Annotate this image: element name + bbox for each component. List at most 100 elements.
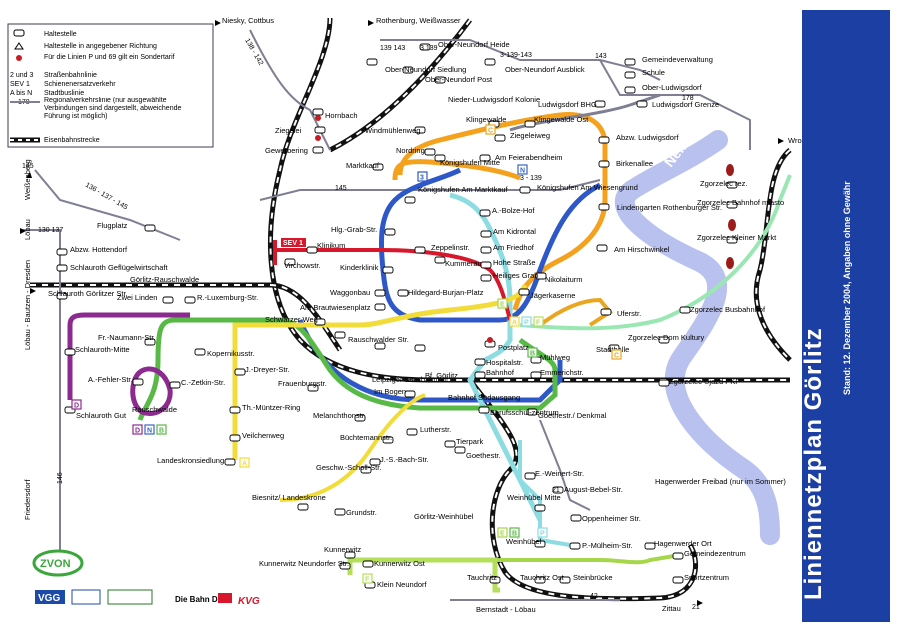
station-label-postplatz: Postplatz xyxy=(498,343,529,352)
station-label-rauschwalde: Görlitz-Rauschwalde xyxy=(130,275,199,284)
station-label-rauschwalde-loop: Rauschwalde xyxy=(132,405,177,414)
stop-frauenburgstr xyxy=(307,384,319,392)
stop-neundorf-siedlung xyxy=(366,58,378,66)
stop-hagenwerder-ort xyxy=(644,542,656,550)
station-label-tauchritz-ost: Tauchritz Ost xyxy=(520,573,565,582)
station-label-zgorzelec-bhf-miasto: Zgorzelec Bahnhof miasto xyxy=(697,198,784,207)
stop-abzw-ludwigsdorf xyxy=(598,136,610,144)
svg-text:D: D xyxy=(135,428,140,435)
stop-melanchthonstr xyxy=(354,414,366,422)
svg-text:SEV 1: SEV 1 xyxy=(283,240,303,247)
stop-ober-ludwigsdorf xyxy=(624,86,636,94)
station-label-lutherstr: Lutherstr. xyxy=(420,425,451,434)
route-number-r21: 21 xyxy=(692,604,700,611)
tram-line-3-loop xyxy=(392,159,521,181)
station-label-neundorf-siedlung: Ober-Neundorf Siedlung xyxy=(385,65,466,74)
stop-flugplatz xyxy=(144,224,156,232)
bus-badge-d1: D xyxy=(71,399,82,410)
stop-gewerbering xyxy=(312,146,324,154)
station-label-zittau: Zittau xyxy=(662,604,681,613)
station-label-e-weinert: E.-Weinert-Str. xyxy=(535,469,584,478)
station-label-loebau: Löbau xyxy=(23,219,32,240)
svg-text:Die Bahn DB: Die Bahn DB xyxy=(175,595,224,604)
svg-text:N: N xyxy=(520,168,525,175)
station-label-feierabendheim: Am Feierabendheim xyxy=(495,153,563,162)
station-label-kinderklinik: Kinderklinik xyxy=(340,263,379,272)
station-label-zeppelinstr: Zeppelinstr. xyxy=(431,243,470,252)
svg-text:C: C xyxy=(488,128,493,135)
svg-text:A bis N: A bis N xyxy=(10,90,32,97)
stop-zgorzelec-ujazd xyxy=(658,379,670,387)
bus-badge-p1: P xyxy=(521,316,532,327)
station-label-sportzentrum: Sportzentrum xyxy=(684,573,729,582)
station-label-gewerbering: Gewerbering xyxy=(265,146,308,155)
station-label-hlg-grab-str: Hlg.-Grab-Str. xyxy=(331,225,377,234)
station-label-flugplatz: Flugplatz xyxy=(97,221,128,230)
svg-text:B: B xyxy=(530,351,535,358)
svg-text:KVG: KVG xyxy=(238,596,260,607)
stop-kummerau xyxy=(434,256,446,264)
stop-im-bogen xyxy=(404,390,416,398)
station-label-kopernikusstr: Kopernikusstr. xyxy=(207,349,255,358)
station-label-tierpark: Tierpark xyxy=(456,437,483,446)
stop-am-friedhof xyxy=(480,246,492,254)
station-label-steinbruecke: Steinbrücke xyxy=(573,573,613,582)
route-number-r139-143: 139 143 xyxy=(380,45,405,52)
stop-veilchenweg xyxy=(229,434,241,442)
stop-hohe-strasse xyxy=(480,261,492,269)
station-label-august-bebel: August-Bebel-Str. xyxy=(564,485,623,494)
station-label-leipziger-str: Leipziger Str. xyxy=(372,375,416,384)
bus-badge-f2: F xyxy=(362,573,373,584)
stop-waggonbau xyxy=(374,289,386,297)
bus-badge-a1: A xyxy=(509,316,520,327)
station-label-a-fehler: A.-Fehler-Str. xyxy=(88,375,133,384)
logo-2 xyxy=(71,589,101,605)
station-label-schlauroth-goerlitzer: Schlauroth Görlitzer Str. xyxy=(48,289,128,298)
route-number-r136-137-145: 136 - 137 - 145 xyxy=(84,182,129,212)
bus-line-d xyxy=(67,312,190,400)
station-label-rothenburg: Rothenburg, Weißwasser xyxy=(376,16,461,25)
station-label-weissenberg: Weißenberg xyxy=(23,159,32,200)
bus-line-e xyxy=(495,553,681,565)
station-label-friedersdorf: Friedersdorf xyxy=(23,479,32,520)
station-label-nieder-ludwigsdorf: Nieder-Ludwigsdorf Kolonie xyxy=(448,95,540,104)
station-label-bernstadt: Bernstadt - Löbau xyxy=(476,605,536,614)
stop-weinhuebel-mitte xyxy=(534,504,546,512)
stop-feierabendheim xyxy=(479,154,491,162)
svg-text:E: E xyxy=(500,531,505,538)
stop-c-zetkin xyxy=(169,381,181,389)
stop-bushbahnhof xyxy=(414,344,426,352)
tram-line-3 xyxy=(397,112,608,311)
bus-badge-b4: B xyxy=(509,527,520,538)
stop-ziegelei xyxy=(314,126,326,134)
stop-hlg-grab-str xyxy=(384,228,396,236)
station-label-landeskronsiedlung: Landeskronsiedlung xyxy=(157,456,224,465)
svg-text:A: A xyxy=(512,320,517,327)
station-label-zwei-linden: Zwei Linden xyxy=(117,293,157,302)
station-label-kummerau: Kummerau xyxy=(445,259,482,268)
map-title: Liniennetzplan Görlitz xyxy=(800,327,827,600)
stops xyxy=(56,43,738,589)
station-label-fr-naumann: Fr.-Naumann-Str. xyxy=(98,333,156,342)
stop-klinikum xyxy=(306,246,318,254)
station-label-gemeindezentrum: Gemeindezentrum xyxy=(684,549,746,558)
svg-text:Stadtbuslinie: Stadtbuslinie xyxy=(44,90,84,97)
stop-zeppelinstr xyxy=(414,246,426,254)
stop-gemeindeverwaltung xyxy=(624,58,636,66)
stop-kunnerwitz xyxy=(344,551,356,559)
stop-a-bolze-hof xyxy=(479,209,491,217)
svg-text:E: E xyxy=(500,302,505,309)
stop-geschw-scholl xyxy=(360,466,372,474)
station-label-ober-neundorf-ausblick: Ober-Neundorf Ausblick xyxy=(505,65,585,74)
db-logo xyxy=(218,593,232,603)
station-label-zgorzelec-busbahnhof: Zgorzelec Busbahnhof xyxy=(690,305,766,314)
vgg-logo xyxy=(35,590,65,604)
stop-ludwigsdorf-bhg xyxy=(594,100,606,108)
station-label-kunnerwitz: Kunnerwitz xyxy=(324,545,361,554)
station-label-klinikum: Klinikum xyxy=(317,241,345,250)
station-label-a-bolze-hof: A.-Bolze-Hof xyxy=(492,206,535,215)
stop-tauchritz-ost xyxy=(534,576,546,584)
